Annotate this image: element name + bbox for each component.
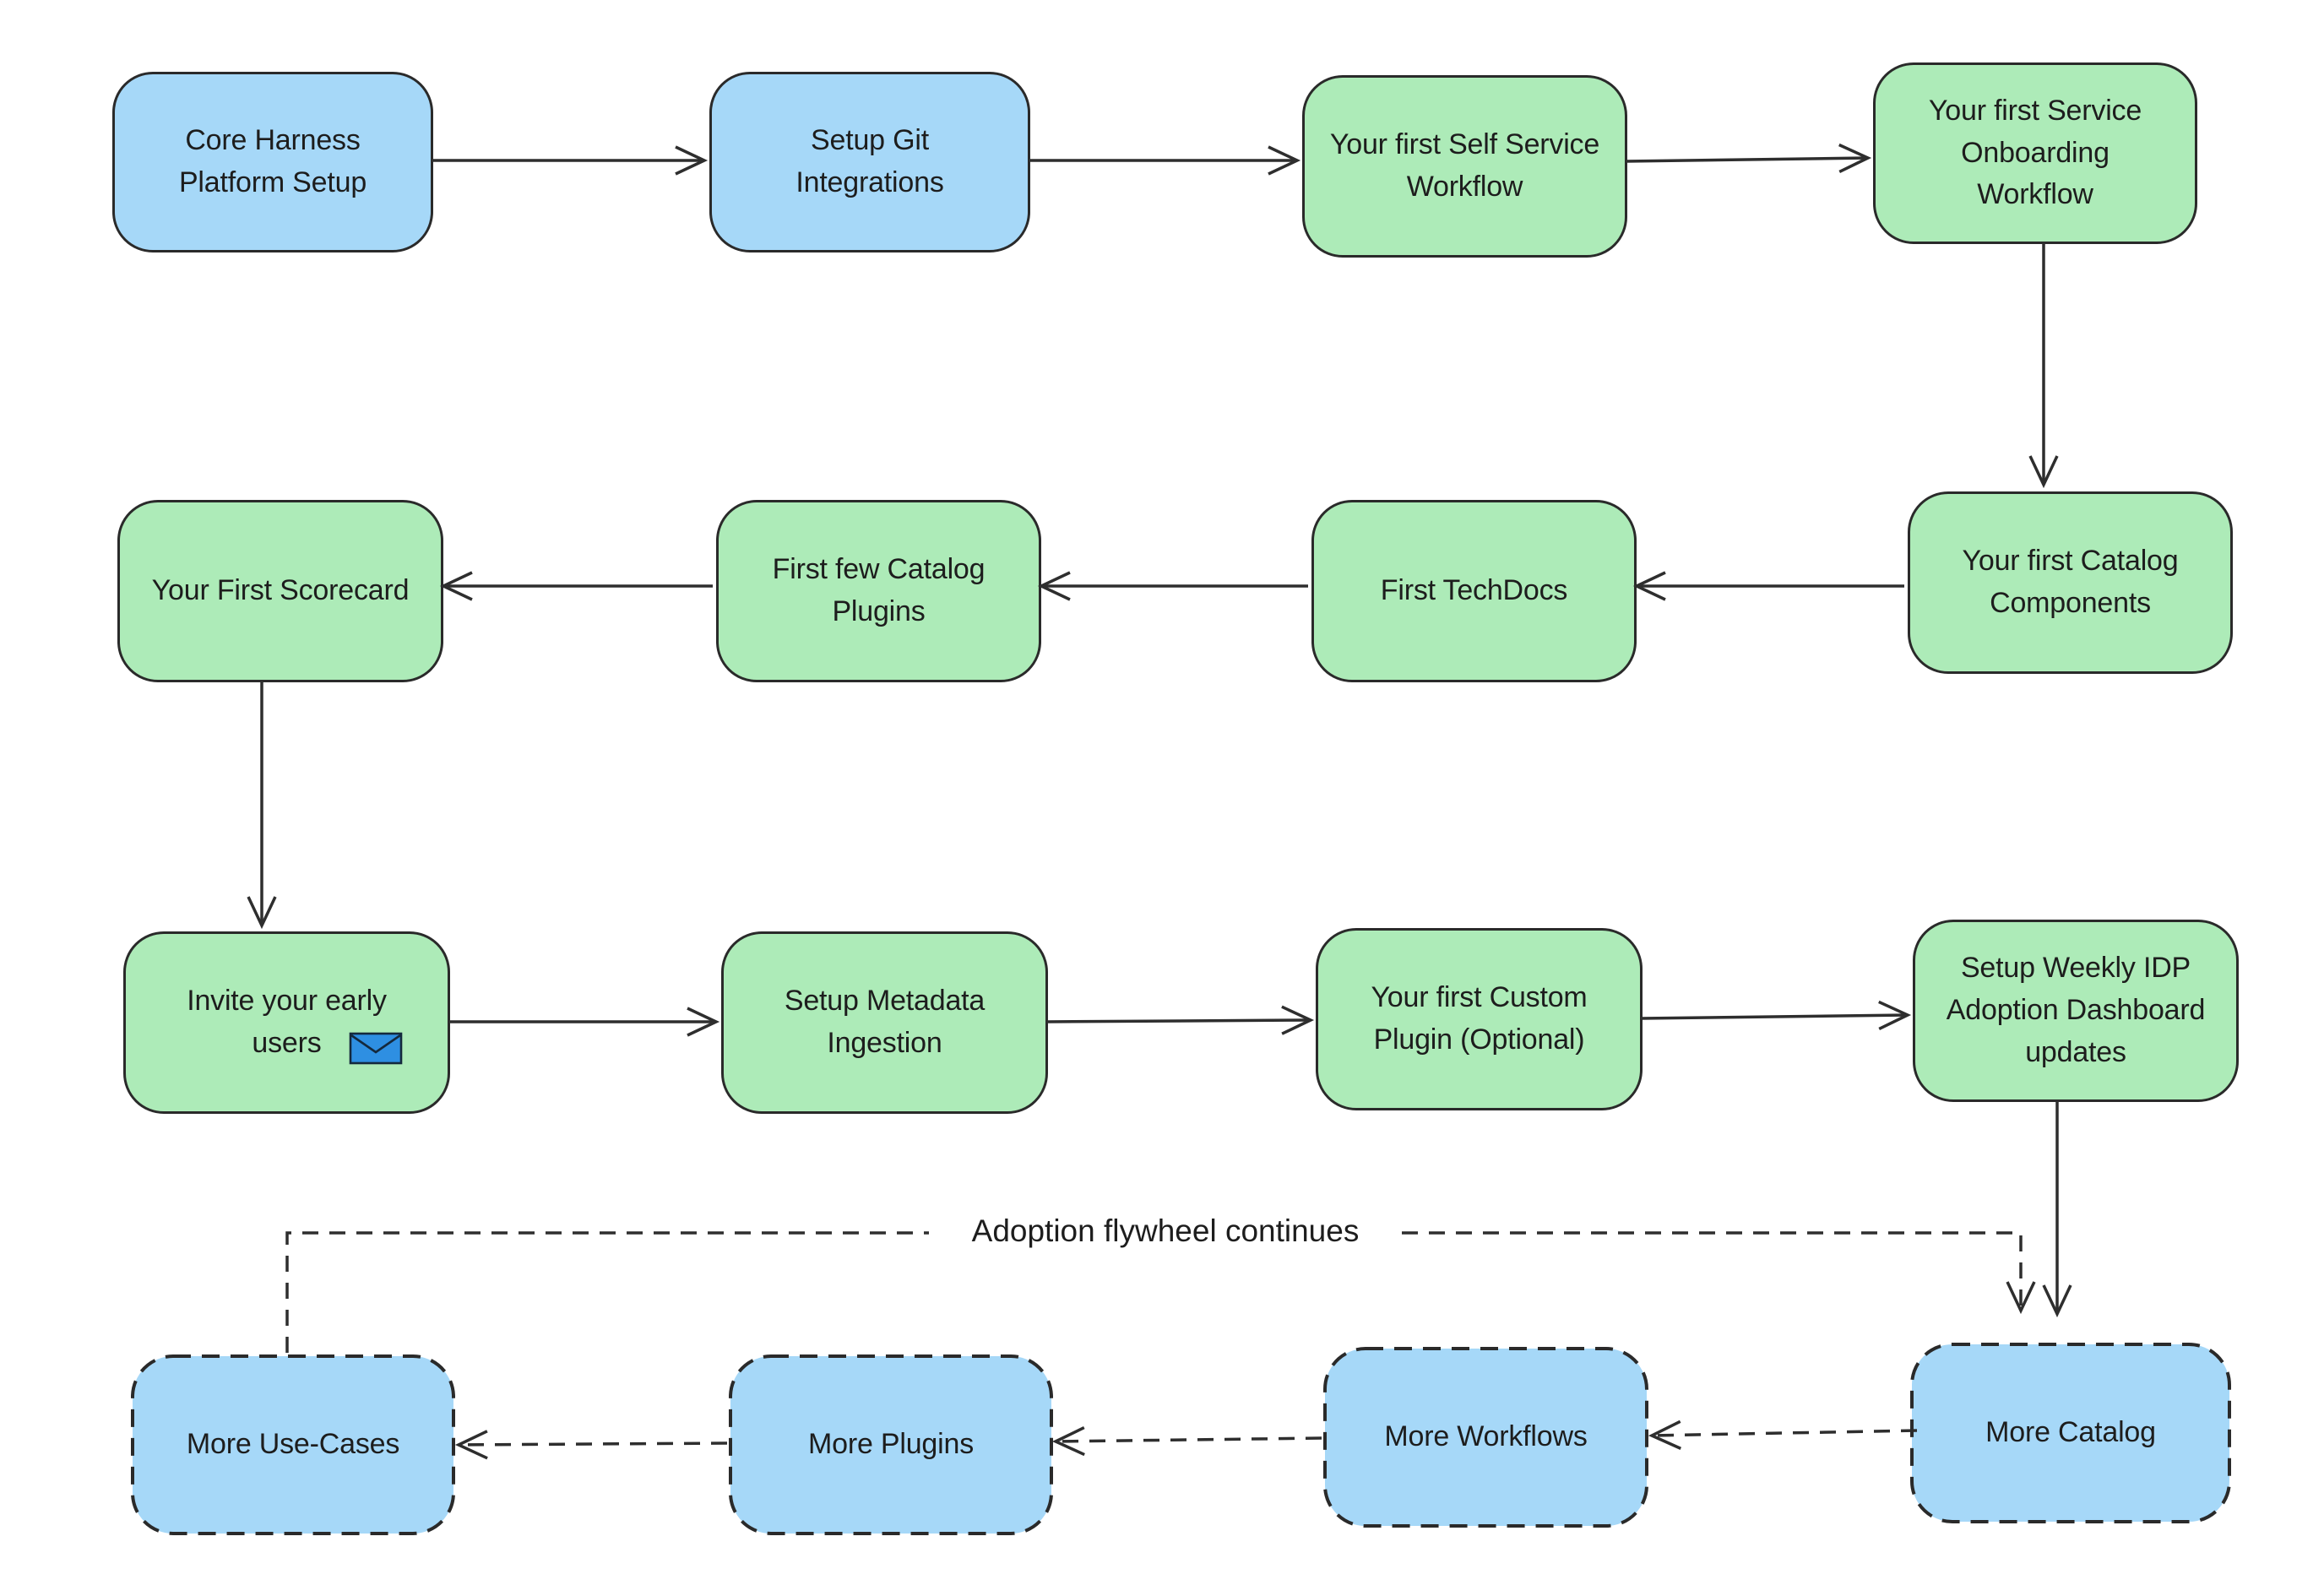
node-label: Setup Metadata Ingestion bbox=[784, 985, 986, 1059]
node-first-few-catalog-plugins[interactable]: First few Catalog Plugins bbox=[716, 500, 1041, 682]
node-more-plugins[interactable]: More Plugins bbox=[730, 1356, 1051, 1534]
node-label: More Catalog bbox=[1985, 1416, 2156, 1449]
envelope-icon bbox=[349, 1032, 403, 1065]
node-label: More Workflows bbox=[1384, 1420, 1588, 1453]
node-setup-git-integrations[interactable]: Setup Git Integrations bbox=[709, 72, 1030, 252]
node-label: Setup Git Integrations bbox=[795, 124, 944, 198]
node-label: Your first Service Onboarding Workflow bbox=[1928, 94, 2142, 211]
node-first-self-service-workflow[interactable]: Your first Self Service Workflow bbox=[1302, 75, 1627, 258]
node-label: Your First Scorecard bbox=[151, 574, 410, 607]
node-label: More Use-Cases bbox=[186, 1428, 400, 1461]
node-label: More Plugins bbox=[807, 1428, 975, 1461]
node-label: Core Harness Platform Setup bbox=[178, 124, 367, 198]
arrow-metadata-to-custom-plugin bbox=[1045, 1005, 1315, 1035]
node-more-catalog[interactable]: More Catalog bbox=[1912, 1344, 2229, 1522]
node-label: Your first Custom Plugin (Optional) bbox=[1371, 981, 1588, 1056]
arrow-more-catalog-to-more-workflows bbox=[1648, 1420, 1918, 1450]
flywheel-annotation: Adoption flywheel continues bbox=[971, 1213, 1360, 1249]
node-label: Invite your early users bbox=[187, 985, 387, 1059]
node-your-first-scorecard[interactable]: Your First Scorecard bbox=[117, 500, 443, 682]
node-first-custom-plugin[interactable]: Your first Custom Plugin (Optional) bbox=[1316, 928, 1643, 1110]
node-first-techdocs[interactable]: First TechDocs bbox=[1311, 500, 1637, 682]
node-first-catalog-components[interactable]: Your first Catalog Components bbox=[1908, 491, 2233, 674]
arrow-more-workflows-to-more-plugins bbox=[1051, 1425, 1322, 1457]
node-label: First few Catalog Plugins bbox=[772, 553, 986, 627]
node-setup-metadata-ingestion[interactable]: Setup Metadata Ingestion bbox=[721, 931, 1048, 1114]
node-more-use-cases[interactable]: More Use-Cases bbox=[133, 1356, 453, 1534]
arrow-custom-plugin-to-dashboard bbox=[1640, 1000, 1912, 1031]
node-invite-early-users[interactable]: Invite your early users bbox=[123, 931, 450, 1114]
node-first-service-onboarding-workflow[interactable]: Your first Service Onboarding Workflow bbox=[1873, 62, 2197, 244]
node-label: Setup Weekly IDP Adoption Dashboard upda… bbox=[1946, 952, 2206, 1068]
flywheel-loop-left-segment bbox=[285, 1231, 929, 1353]
node-weekly-idp-adoption-dashboard[interactable]: Setup Weekly IDP Adoption Dashboard upda… bbox=[1913, 920, 2239, 1102]
flywheel-loop-right-segment bbox=[1402, 1231, 2036, 1315]
node-label: Your first Self Service Workflow bbox=[1329, 128, 1600, 203]
node-label: First TechDocs bbox=[1380, 574, 1568, 607]
arrow-more-plugins-to-more-use-cases bbox=[454, 1430, 728, 1460]
arrow-self-service-to-onboarding bbox=[1625, 143, 1872, 174]
node-label: Your first Catalog Components bbox=[1962, 545, 2179, 619]
node-core-harness-platform-setup[interactable]: Core Harness Platform Setup bbox=[112, 72, 433, 252]
node-more-workflows[interactable]: More Workflows bbox=[1325, 1349, 1647, 1526]
